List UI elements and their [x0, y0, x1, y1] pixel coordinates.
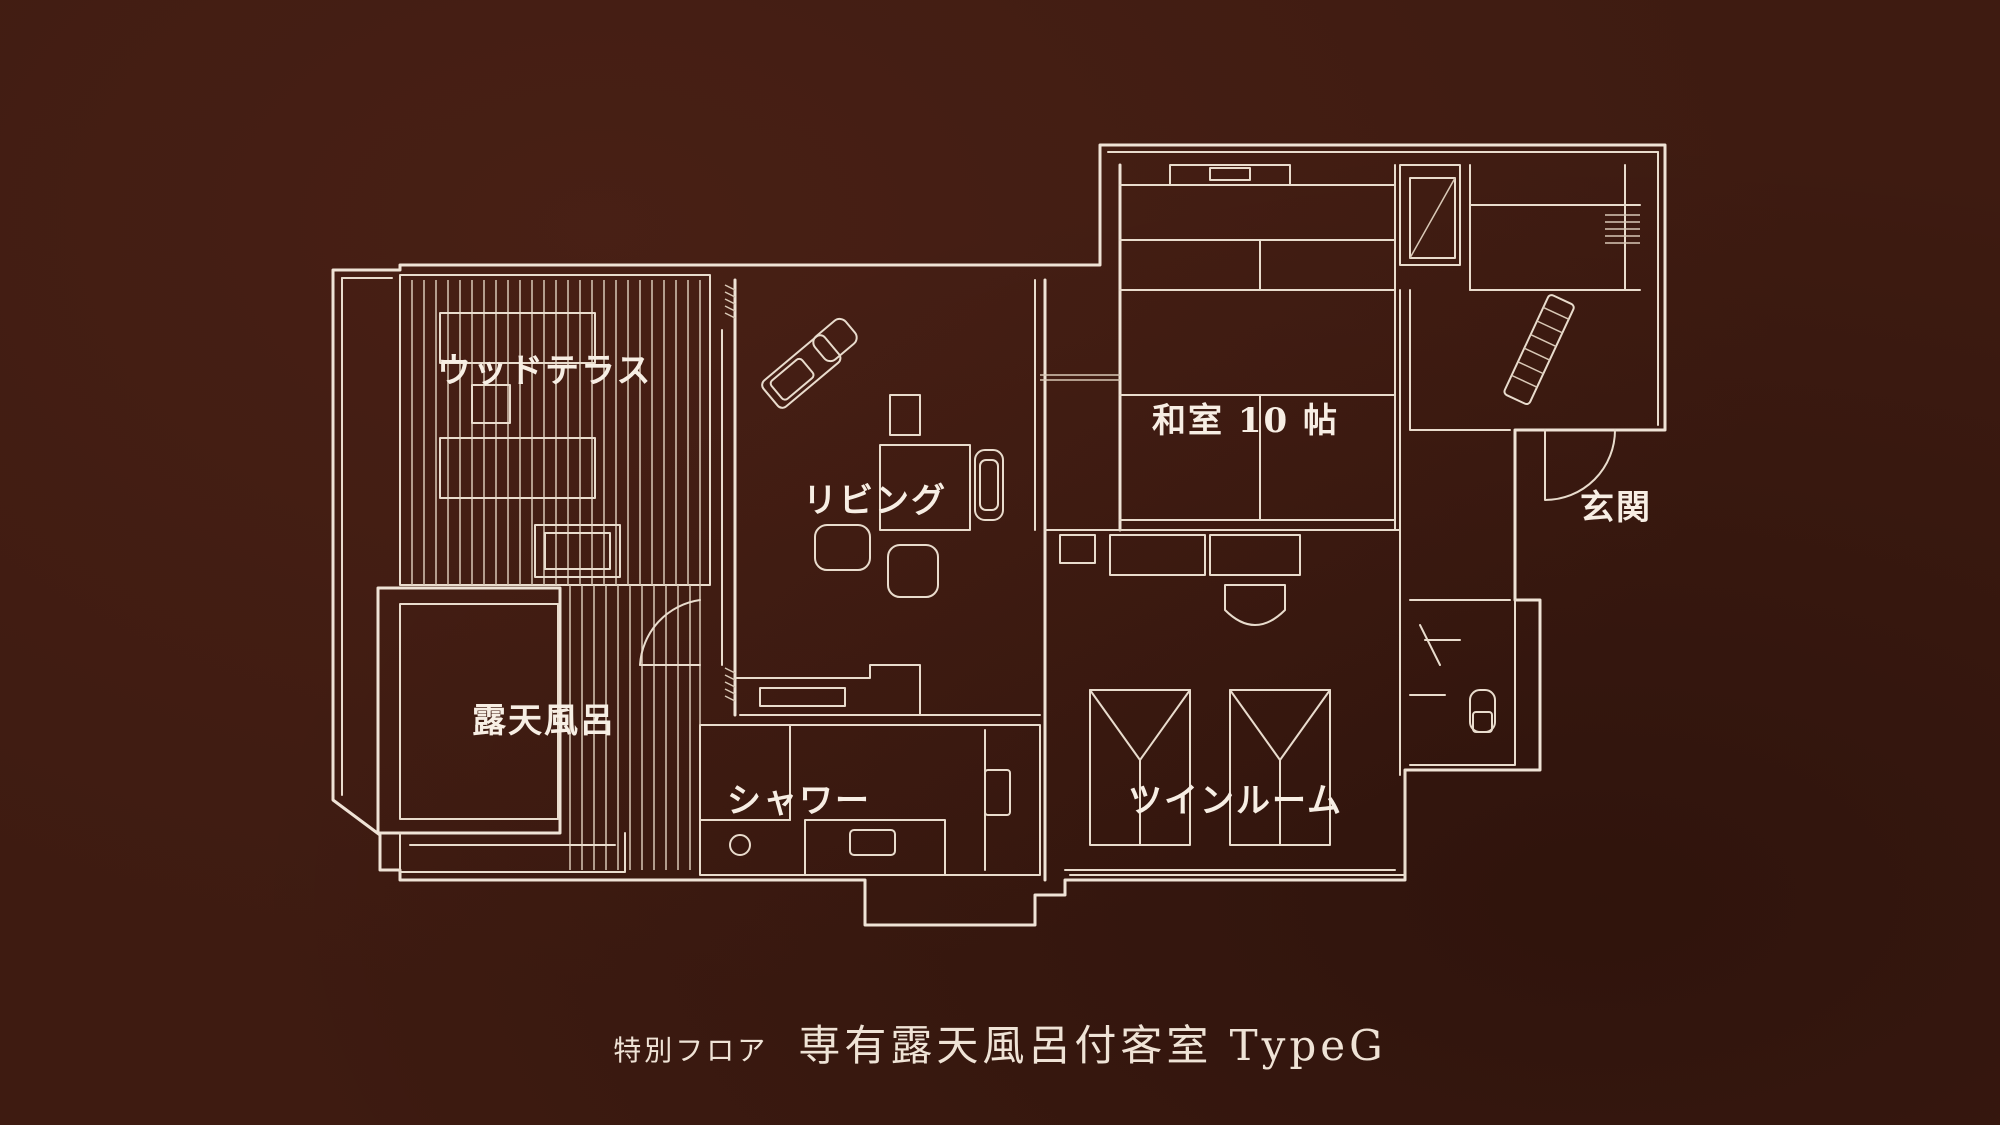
- label-genkan: 玄関: [1580, 488, 1652, 528]
- caption-floor: 特別フロア: [613, 1034, 769, 1067]
- genkan-area: [1399, 164, 1641, 776]
- caption-room-type: 専有露天風呂付客室 TypeG: [798, 1021, 1387, 1070]
- washitsu-room: [1040, 163, 1396, 532]
- label-living: リビング: [803, 481, 947, 521]
- shower-room: [699, 724, 1041, 876]
- outer-walls: [331, 143, 1667, 927]
- label-twin-room: ツインルーム: [1128, 781, 1343, 821]
- label-shower: シャワー: [727, 781, 871, 821]
- plan-caption: 特別フロア専有露天風呂付客室 TypeG: [0, 1012, 2000, 1073]
- twin-room: [1044, 529, 1401, 871]
- label-wood-terrace: ウッドテラス: [437, 351, 653, 391]
- label-washitsu: 和室 10 帖: [1152, 401, 1339, 441]
- label-rotenburo: 露天風呂: [472, 701, 616, 741]
- rotenburo-bath: [376, 586, 701, 873]
